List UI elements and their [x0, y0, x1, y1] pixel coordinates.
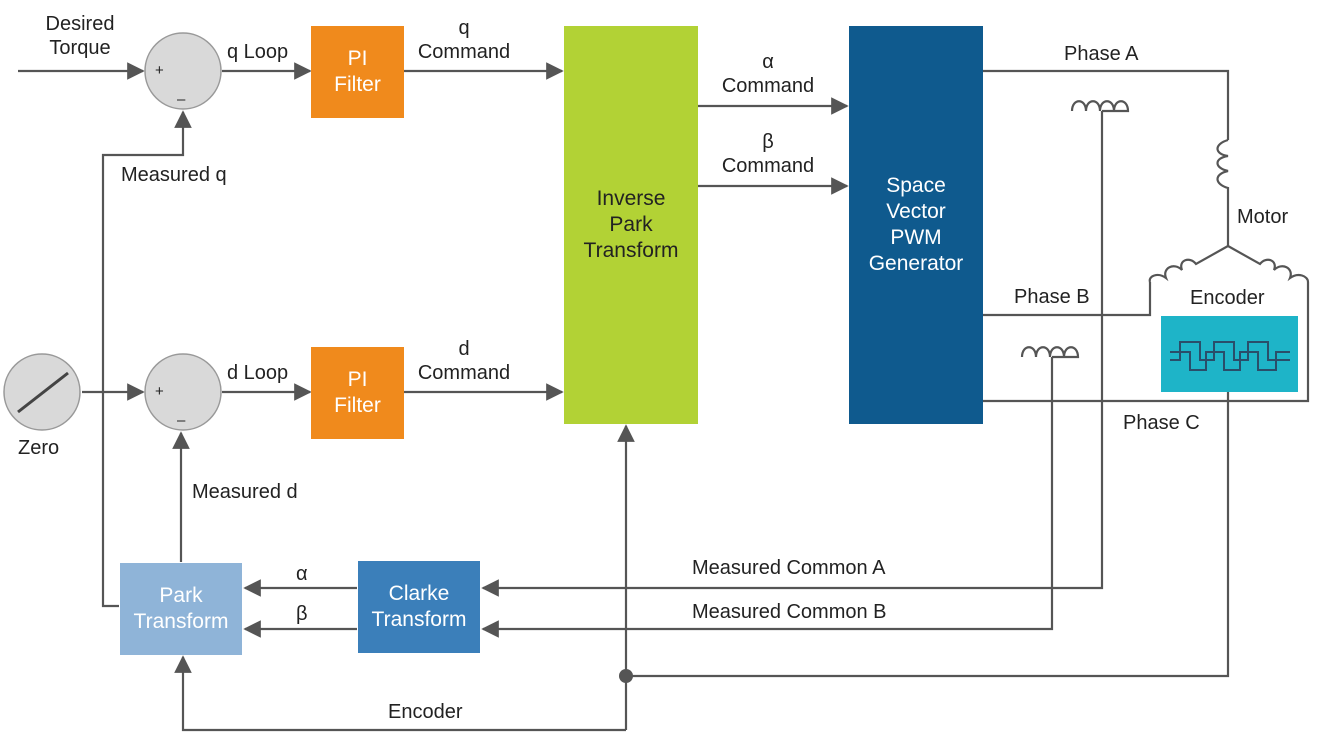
- svpwm-line3: PWM: [890, 226, 942, 249]
- encoder-line-label: Encoder: [388, 701, 463, 723]
- q-command-line2: Command: [417, 41, 511, 63]
- phase-c-label: Phase C: [1123, 412, 1200, 434]
- park-transform: Park Transform: [120, 563, 242, 655]
- desired-torque-label: Desired Torque: [30, 12, 130, 60]
- desired-torque-line1: Desired: [45, 13, 115, 35]
- alpha-command-label: α Command: [708, 50, 828, 98]
- measured-d-label: Measured d: [192, 481, 298, 503]
- phase-a-label: Phase A: [1064, 43, 1139, 65]
- phase-c-line: [983, 282, 1310, 403]
- beta-command-line1: β: [762, 131, 774, 153]
- phase-b-line: [983, 282, 1152, 317]
- pi-filter-q: PI Filter: [311, 26, 404, 118]
- d-summer-minus: –: [177, 412, 186, 429]
- measured-common-a-line: [481, 111, 1104, 597]
- phase-b-label: Phase B: [1014, 286, 1090, 308]
- motor-label: Motor: [1237, 206, 1289, 228]
- zero-slash: [17, 371, 69, 414]
- measured-q-line: [101, 110, 192, 608]
- current-sensor-b: [1020, 346, 1080, 359]
- park-line2: Transform: [133, 610, 229, 633]
- encoder-waveform-1: [1170, 341, 1290, 361]
- motor-winding-a: [1216, 138, 1230, 246]
- pi-filter-d: PI Filter: [311, 347, 404, 439]
- measured-q-label: Measured q: [121, 164, 227, 186]
- inverse-park-line3: Transform: [583, 239, 679, 262]
- pi-filter-d-line2: Filter: [334, 394, 381, 417]
- encoder-box-label: Encoder: [1190, 287, 1265, 309]
- q-command-line1: q: [458, 17, 470, 39]
- q-summer-minus: –: [177, 91, 186, 108]
- zero-label: Zero: [18, 437, 60, 459]
- beta-command-label: β Command: [708, 130, 828, 178]
- measured-common-a-label: Measured Common A: [692, 557, 886, 579]
- encoder-signal-line: [626, 392, 1230, 678]
- encoder-waveform-2: [1170, 351, 1290, 371]
- motor-winding-left: [1148, 245, 1229, 283]
- d-summer: [144, 353, 222, 431]
- d-command-label: d Command: [404, 337, 524, 385]
- encoder-to-park: [174, 655, 626, 732]
- inverse-park-line1: Inverse: [596, 187, 666, 210]
- alpha-command-line1: α: [762, 51, 774, 73]
- d-summer-plus: +: [155, 383, 164, 400]
- svpwm-line4: Generator: [868, 252, 964, 275]
- q-summer: [144, 32, 222, 110]
- current-sensor-a: [1070, 100, 1130, 113]
- q-summer-plus: +: [155, 62, 164, 79]
- inverse-park-line2: Park: [609, 213, 653, 236]
- pi-filter-d-line1: PI: [347, 368, 368, 391]
- alpha-command-line2: Command: [721, 75, 815, 97]
- clarke-line2: Transform: [371, 608, 467, 631]
- park-line1: Park: [159, 584, 203, 607]
- encoder-junction: [619, 669, 633, 683]
- phase-a-line: [983, 69, 1230, 140]
- motor-winding-right: [1227, 245, 1310, 283]
- pi-filter-q-line2: Filter: [334, 73, 381, 96]
- q-loop-label: q Loop: [227, 41, 289, 63]
- beta-command-line2: Command: [721, 155, 815, 177]
- measured-common-b-label: Measured Common B: [692, 601, 887, 623]
- d-command-line2: Command: [417, 362, 511, 384]
- d-command-line1: d: [458, 338, 470, 360]
- measured-common-b-line: [481, 357, 1054, 638]
- encoder-box: [1161, 316, 1298, 392]
- clarke-line1: Clarke: [388, 582, 450, 605]
- inverse-park-transform: Inverse Park Transform: [564, 26, 698, 424]
- desired-torque-line2: Torque: [49, 37, 111, 59]
- svpwm-generator: Space Vector PWM Generator: [849, 26, 983, 424]
- svpwm-line2: Vector: [886, 200, 946, 223]
- pi-filter-q-line1: PI: [347, 47, 368, 70]
- alpha-label: α: [296, 563, 308, 585]
- svpwm-line1: Space: [886, 174, 946, 197]
- q-command-label: q Command: [404, 16, 524, 64]
- beta-label: β: [296, 603, 308, 625]
- d-loop-label: d Loop: [227, 362, 289, 384]
- clarke-transform: Clarke Transform: [358, 561, 480, 653]
